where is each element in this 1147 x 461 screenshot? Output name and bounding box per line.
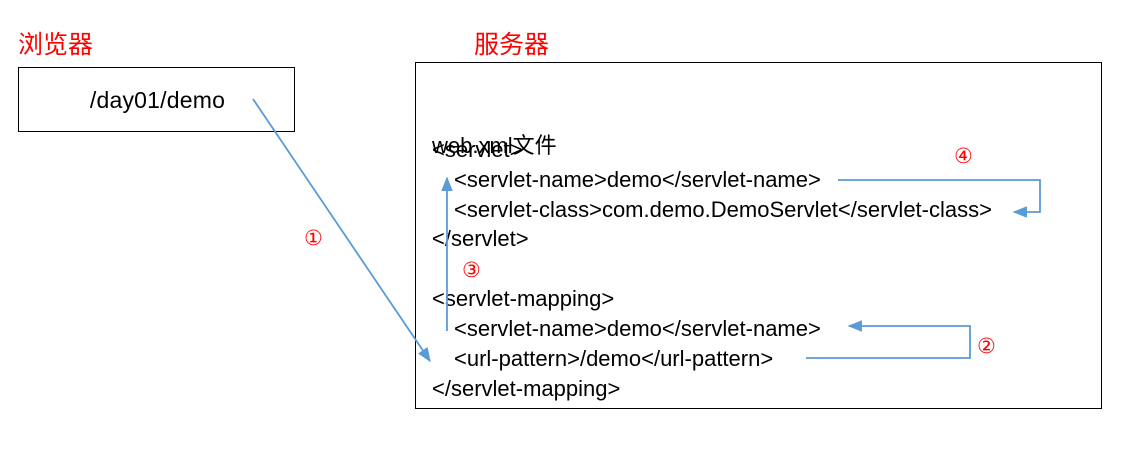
web-xml-file-label: web.xml文件	[432, 133, 557, 158]
step-marker-2: ②	[977, 335, 996, 358]
code-line-servlet-open: <servlet>	[432, 137, 523, 162]
step-marker-1: ①	[304, 227, 323, 250]
server-title-label: 服务器	[474, 31, 550, 59]
arrow-request-to-url-pattern	[252, 98, 431, 363]
server-box: web.xml文件 <servlet> <servlet-name>demo</…	[415, 62, 1102, 409]
step-marker-3: ③	[462, 259, 481, 282]
code-line-servlet-close: </servlet>	[432, 226, 529, 251]
browser-box: /day01/demo	[18, 67, 295, 132]
code-line-servlet-name: <servlet-name>demo</servlet-name>	[454, 167, 821, 192]
step-marker-4: ④	[954, 145, 973, 168]
browser-url-text: /day01/demo	[89, 87, 226, 113]
code-line-url-pattern: <url-pattern>/demo</url-pattern>	[454, 346, 774, 371]
code-line-servlet-class: <servlet-class>com.demo.DemoServlet</ser…	[454, 197, 992, 222]
code-line-servlet-mapping-close: </servlet-mapping>	[432, 376, 621, 401]
code-line-servlet-mapping-open: <servlet-mapping>	[432, 286, 615, 311]
code-line-mapping-servlet-name: <servlet-name>demo</servlet-name>	[454, 316, 821, 341]
browser-title-label: 浏览器	[18, 31, 94, 59]
